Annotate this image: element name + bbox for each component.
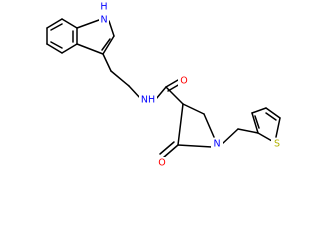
bond-double-inner <box>50 41 63 49</box>
amide-oxygen-symbol: O <box>180 76 187 87</box>
bond-single <box>102 53 112 72</box>
indole-hydrogen-symbol: H <box>100 2 107 13</box>
bond-double-inner <box>50 23 63 31</box>
bond-double-inner <box>254 115 260 129</box>
bond-single <box>155 86 167 100</box>
bond-single <box>177 103 184 146</box>
bond-double-inner <box>265 112 277 121</box>
pyrrolidine-nitrogen-symbol: N <box>213 139 220 150</box>
bond-single <box>76 43 104 55</box>
bond-single <box>177 144 213 148</box>
bond-single <box>165 86 184 105</box>
bond-single <box>251 112 259 134</box>
indole-nitrogen-symbol: N <box>100 15 107 26</box>
molecule-structure-diagram: N H NH O O N S <box>46 1 283 169</box>
amide-nh-label: NH <box>139 94 157 106</box>
bond-single <box>46 18 63 29</box>
bond-double <box>165 79 179 88</box>
thiophene-sulfur-label: S <box>271 138 283 150</box>
bond-single <box>46 43 63 54</box>
pyrrolidine-nitrogen-label: N <box>211 138 223 150</box>
lactam-oxygen-symbol: O <box>158 158 165 169</box>
thiophene-sulfur-symbol: S <box>274 139 280 150</box>
amide-nitrogen-symbol: NH <box>141 95 155 106</box>
bond-single <box>76 19 100 29</box>
bond-single <box>61 43 78 54</box>
bond-double <box>159 141 175 155</box>
bond-single <box>265 107 281 119</box>
amide-oxygen-label: O <box>178 75 190 87</box>
bond-single <box>182 103 205 115</box>
bond-single <box>61 18 78 29</box>
lactam-oxygen-label: O <box>156 157 168 169</box>
bond-single <box>102 35 115 55</box>
bond-single <box>203 113 215 138</box>
indole-nh-label: N H <box>99 1 109 26</box>
bond-double <box>162 144 179 159</box>
bond-single <box>275 117 281 138</box>
bond-double-inner <box>101 38 111 51</box>
bond-single <box>257 132 273 142</box>
bond-single <box>251 107 267 114</box>
bond-single <box>108 20 115 37</box>
atom-labels: N H NH O O N S <box>99 1 283 169</box>
bond-lines <box>46 18 281 159</box>
bond-single <box>221 128 239 145</box>
bond-single <box>110 70 130 87</box>
bond-single <box>237 128 259 134</box>
